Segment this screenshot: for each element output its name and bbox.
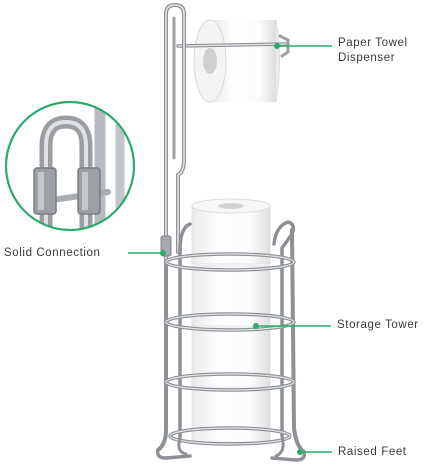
solid-connection-zoom bbox=[4, 100, 136, 232]
upright-pole bbox=[164, 2, 186, 264]
paper-towel-dispenser-label: Paper Towel Dispenser bbox=[338, 36, 408, 66]
paper-towel-label-line1: Paper Towel bbox=[338, 37, 408, 49]
callout-dots bbox=[160, 43, 303, 455]
callout-dot-raised-feet bbox=[297, 449, 303, 455]
paper-roll-top bbox=[193, 19, 280, 103]
solid-connection-label: Solid Connection bbox=[4, 247, 101, 259]
raised-feet-label: Raised Feet bbox=[338, 446, 407, 458]
storage-tower-label: Storage Tower bbox=[337, 319, 419, 331]
callout-lines bbox=[128, 45, 332, 453]
paper-towel-label-line2: Dispenser bbox=[338, 52, 396, 64]
callout-dot-solid-connection bbox=[160, 250, 166, 256]
callout-dot-storage-tower bbox=[253, 323, 259, 329]
callout-dot-paper-towel bbox=[274, 43, 280, 49]
storage-paper-rolls bbox=[191, 198, 271, 443]
